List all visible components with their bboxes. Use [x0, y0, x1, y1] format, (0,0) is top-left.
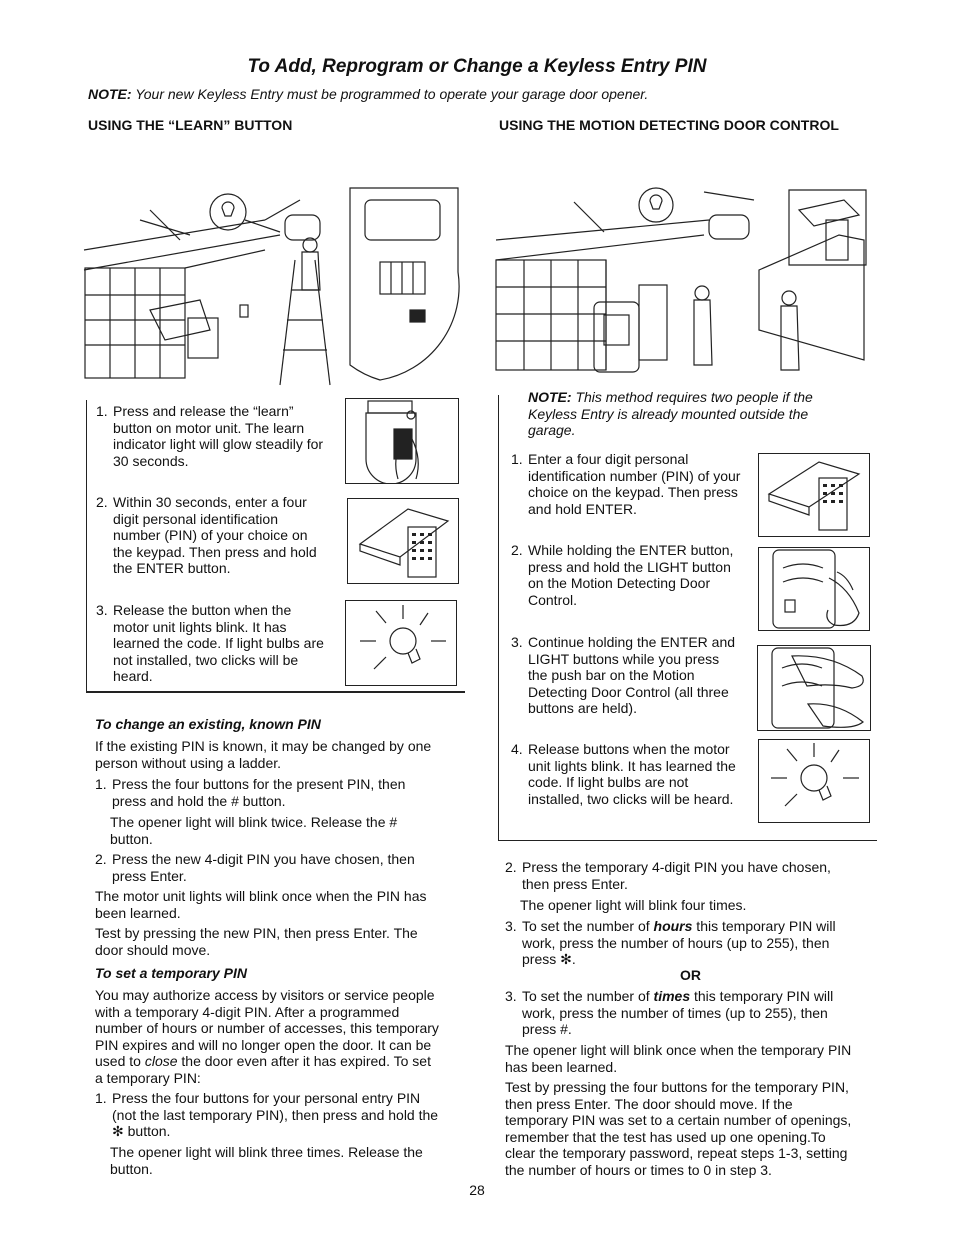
- left-box-bottom: [86, 691, 465, 693]
- right-box-edge: [498, 395, 499, 841]
- keypad-figure: [347, 498, 459, 584]
- temp-step-1-note: The opener light will blink three times.…: [110, 1144, 423, 1177]
- or-separator: OR: [680, 967, 701, 983]
- right-paragraph-1: The opener light will blink once when th…: [505, 1042, 852, 1075]
- page-number: 28: [469, 1182, 485, 1198]
- right-box-bottom: [498, 840, 877, 841]
- right-heading: USING THE MOTION DETECTING DOOR CONTROL: [499, 117, 839, 133]
- garage-ladder-illustration: [83, 187, 460, 386]
- change-step-1-note: The opener light will blink twice. Relea…: [110, 814, 398, 847]
- page-title: To Add, Reprogram or Change a Keyless En…: [247, 56, 707, 77]
- blinking-bulb-figure: [345, 600, 457, 686]
- motion-note-label: NOTE:: [528, 389, 572, 405]
- temp-intro: You may authorize access by visitors or …: [95, 987, 439, 1086]
- garage-two-people-illustration: [495, 187, 867, 373]
- blinking-bulb-figure-2: [758, 739, 870, 823]
- left-box-edge: [86, 400, 87, 692]
- keypad-figure-2: [758, 453, 870, 537]
- note-text: Your new Keyless Entry must be programme…: [135, 86, 649, 102]
- change-paragraph-2: Test by pressing the new PIN, then press…: [95, 925, 418, 958]
- learn-button-figure: [345, 398, 459, 484]
- top-note: NOTE: Your new Keyless Entry must be pro…: [88, 86, 648, 102]
- door-control-light-figure: [758, 547, 870, 631]
- change-intro: If the existing PIN is known, it may be …: [95, 738, 432, 771]
- temp-step-2-note: The opener light will blink four times.: [520, 897, 747, 913]
- temp-pin-heading: To set a temporary PIN: [95, 965, 247, 981]
- door-control-pushbar-figure: [757, 645, 871, 731]
- change-pin-heading: To change an existing, known PIN: [95, 716, 321, 732]
- left-heading: USING THE “LEARN” BUTTON: [88, 117, 293, 133]
- note-label: NOTE:: [88, 86, 132, 102]
- change-paragraph-1: The motor unit lights will blink once wh…: [95, 888, 427, 921]
- right-paragraph-2: Test by pressing the four buttons for th…: [505, 1079, 852, 1178]
- motion-note: NOTE: This method requires two people if…: [528, 389, 813, 438]
